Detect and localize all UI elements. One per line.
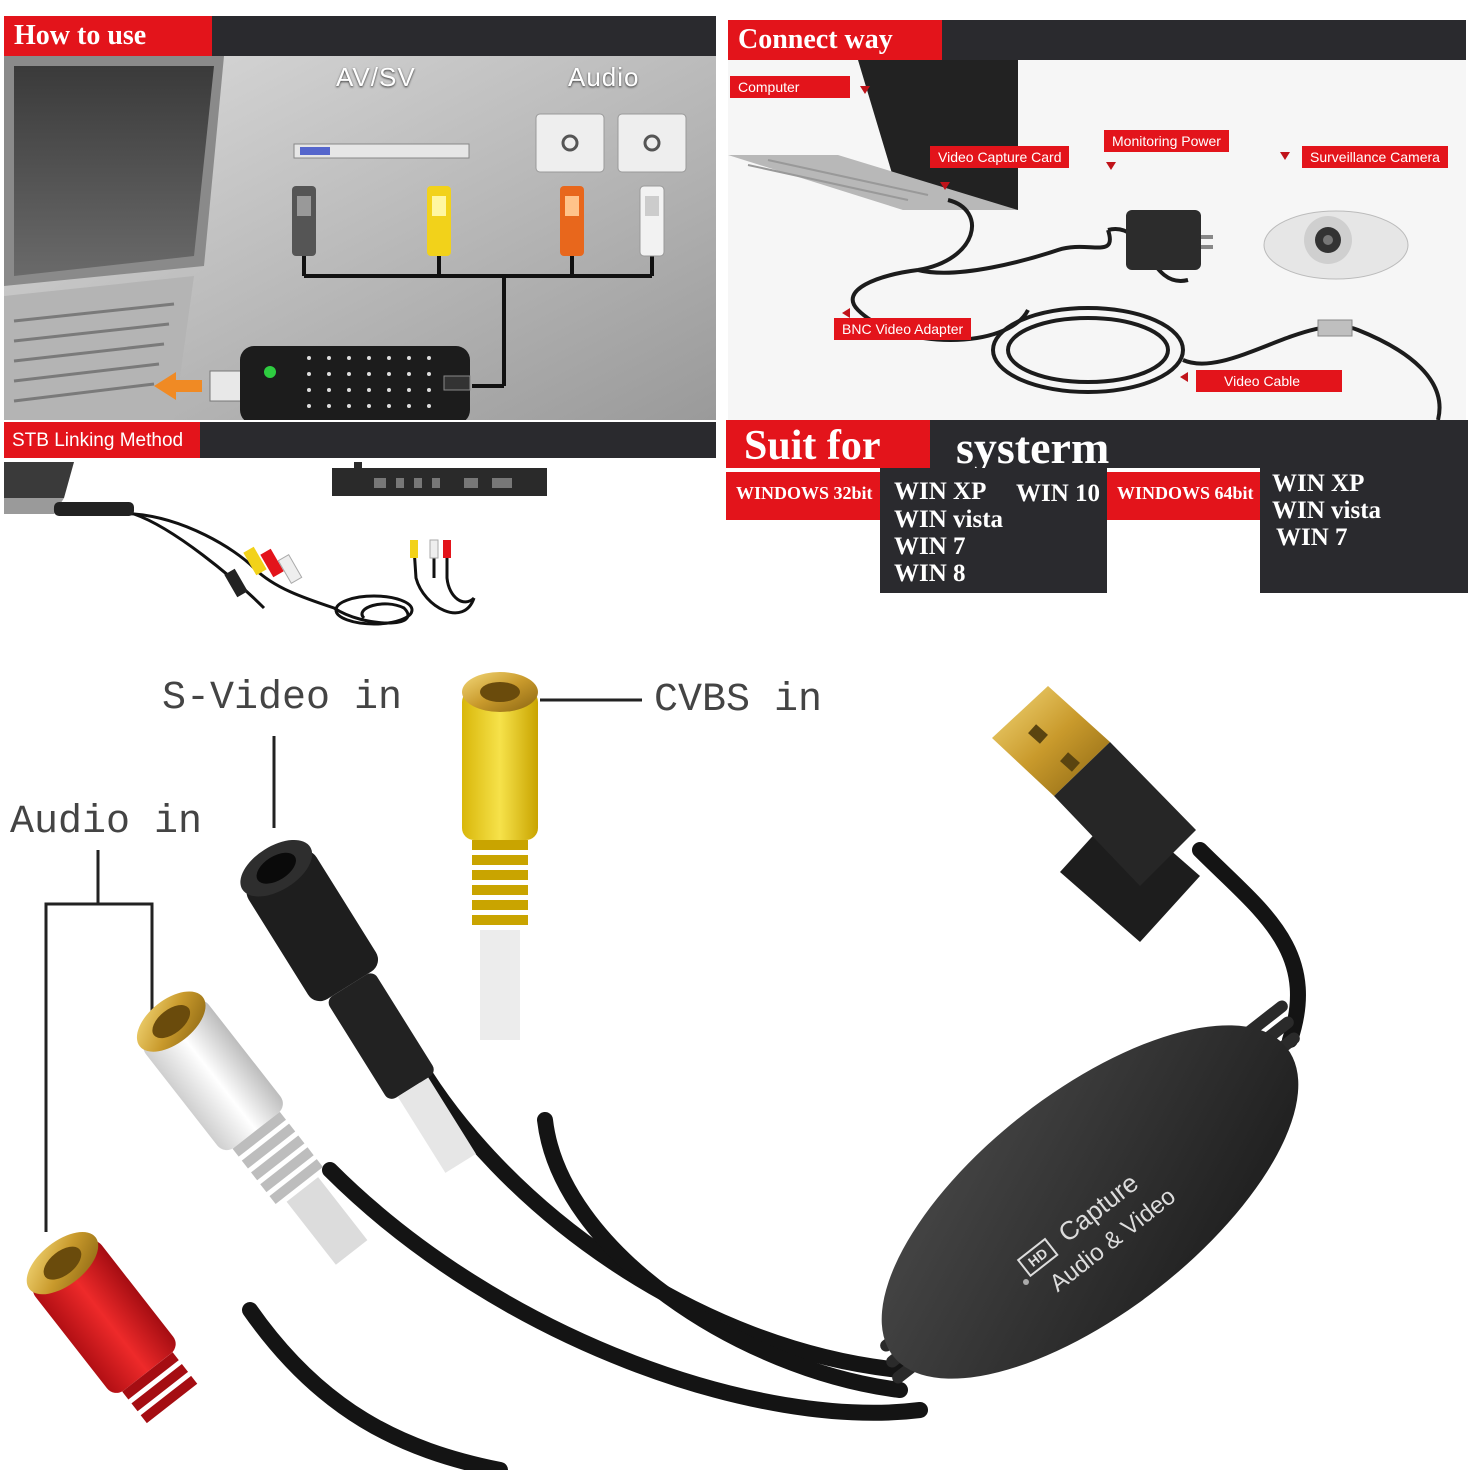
yellow-plug-icon	[427, 186, 451, 256]
win10-item: WIN 10	[1016, 480, 1101, 507]
s-video-plug-icon	[240, 839, 476, 1173]
audio-jack-right-icon	[617, 113, 687, 173]
laptop-corner-icon	[4, 462, 74, 514]
laptop-icon	[4, 56, 224, 420]
surveillance-camera-icon	[1263, 210, 1409, 280]
audio-jack-left-icon	[535, 113, 605, 173]
audio-white-plug-icon	[136, 991, 368, 1265]
how-to-use-title: How to use	[4, 16, 212, 56]
os64-item: WIN XP	[1272, 470, 1365, 497]
orange-plug-icon	[560, 186, 584, 256]
audio-in-label: Audio in	[10, 800, 203, 845]
suit-for-panel: Suit for systerm WINDOWS 32bit WIN XP WI…	[726, 420, 1468, 594]
how-to-use-illustration	[4, 56, 716, 420]
capture-device-body-icon	[880, 1000, 1300, 1384]
connect-way-illustration	[728, 60, 1466, 420]
suit-for-title: Suit for	[726, 420, 930, 469]
callout-surveillance-camera: Surveillance Camera	[1302, 146, 1448, 168]
os64-item: WIN vista	[1272, 497, 1382, 524]
os32-item: WIN XP	[894, 478, 987, 505]
stb-panel: STB Linking Method	[4, 422, 716, 642]
how-to-use-panel: How to use	[4, 16, 716, 420]
os64-list-box	[1260, 468, 1468, 593]
arrow-left-icon	[154, 372, 202, 400]
usb-a-plug-icon	[992, 686, 1200, 942]
laptop-icon	[728, 60, 1018, 210]
systerm-title: systerm	[956, 422, 1110, 473]
usb-capture-dongle-icon	[54, 502, 134, 516]
callout-video-cable: Video Cable	[1196, 370, 1342, 392]
rca-plugs-icon	[224, 539, 451, 598]
bnc-connector-icon	[1317, 319, 1353, 337]
os32-list-box	[880, 468, 1107, 593]
windows-64bit-label: WINDOWS 64bit	[1107, 472, 1260, 520]
s-video-in-label: S-Video in	[162, 676, 403, 721]
cvbs-yellow-plug-icon	[462, 672, 538, 1040]
audio-label: Audio	[568, 62, 640, 92]
windows-32bit-label: WINDOWS 32bit	[726, 472, 880, 520]
stb-title: STB Linking Method	[4, 422, 200, 458]
callout-computer: Computer	[730, 76, 850, 98]
os64-item: WIN 7	[1276, 524, 1348, 551]
s-video-plug-icon	[292, 186, 316, 256]
connect-way-title: Connect way	[728, 20, 942, 60]
os32-item: WIN 8	[894, 560, 966, 587]
usb-capture-dongle-icon	[209, 346, 471, 420]
connect-way-panel: Connect way	[728, 20, 1466, 420]
cvbs-in-label: CVBS in	[654, 678, 823, 723]
av-sv-label: AV/SV	[336, 62, 416, 92]
dvd-player-icon	[293, 143, 470, 159]
product-illustration	[26, 672, 1306, 1470]
power-adapter-icon	[1126, 210, 1213, 270]
callout-video-capture-card: Video Capture Card	[930, 146, 1070, 168]
white-plug-icon	[639, 185, 665, 257]
os32-item: WIN 7	[894, 533, 966, 560]
set-top-box-icon	[332, 462, 547, 496]
os32-item: WIN vista	[894, 506, 1004, 533]
callout-monitoring-power: Monitoring Power	[1104, 130, 1229, 152]
stb-illustration	[4, 462, 547, 626]
audio-red-plug-icon	[26, 1232, 198, 1424]
callout-bnc-video-adapter: BNC Video Adapter	[834, 318, 972, 340]
